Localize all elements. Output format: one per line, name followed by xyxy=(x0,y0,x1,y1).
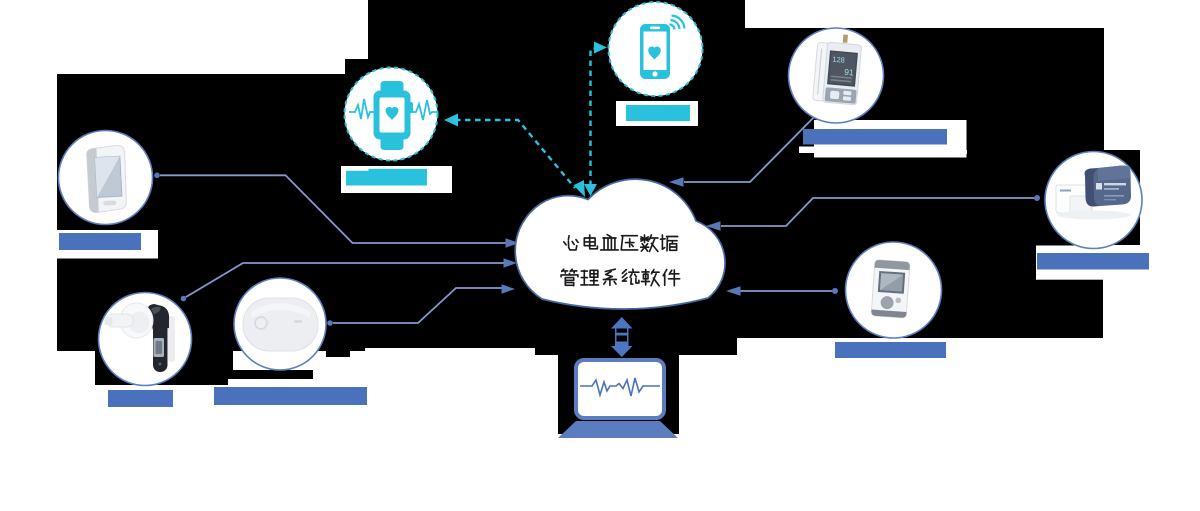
svg-text:128: 128 xyxy=(832,55,845,65)
svg-text:91: 91 xyxy=(844,67,855,78)
